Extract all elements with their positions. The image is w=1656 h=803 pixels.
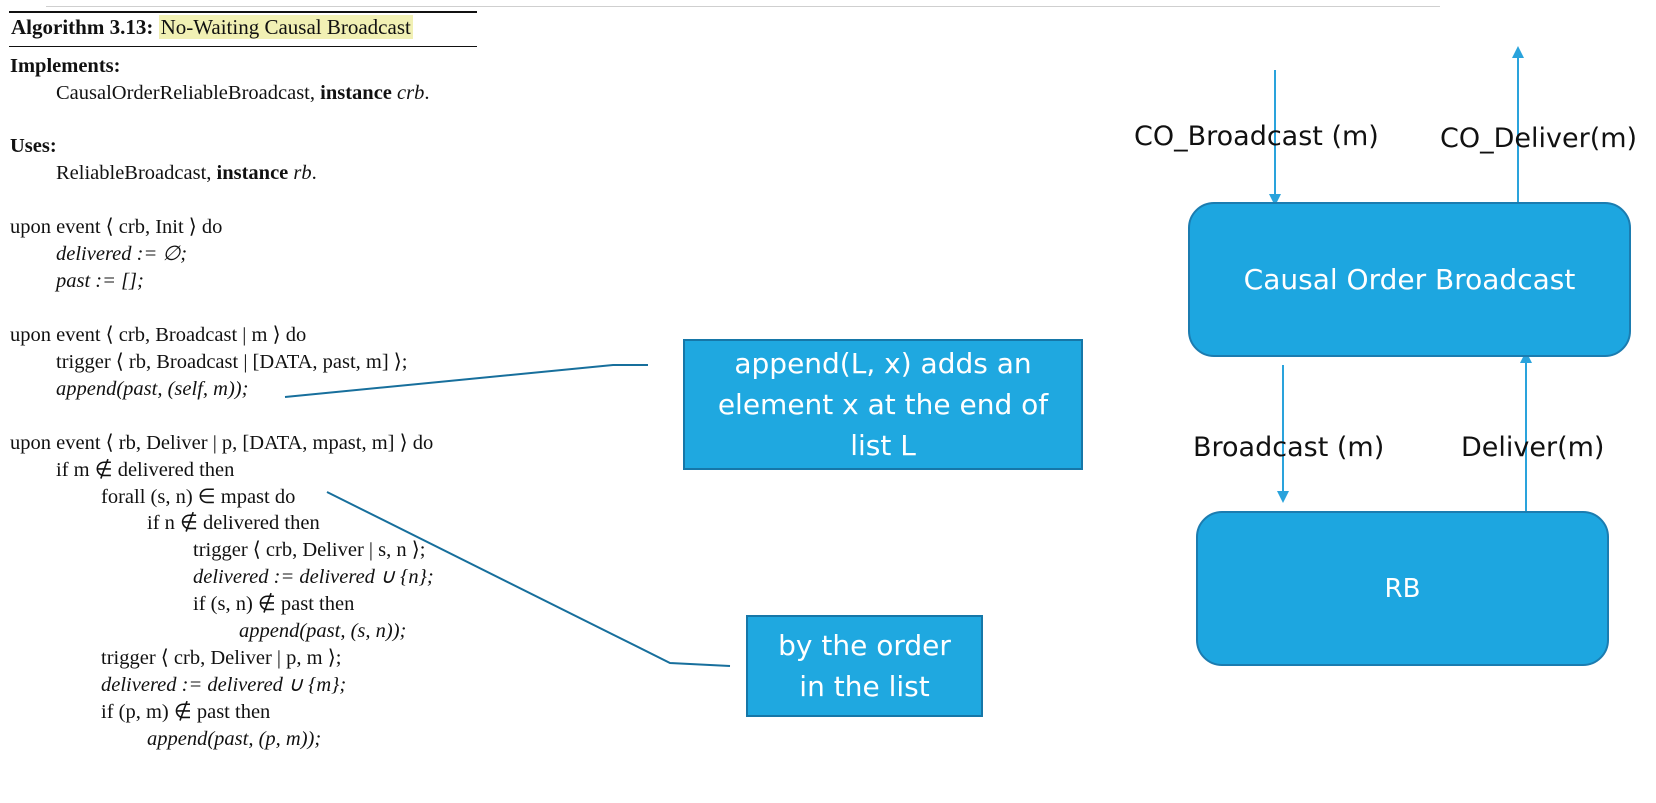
code-deliver-line-1: if m ∉ delivered then bbox=[56, 459, 235, 481]
order-callout-connector bbox=[326, 491, 731, 667]
uses-instance: rb bbox=[293, 162, 312, 184]
code-broadcast-header: upon event ⟨ crb, Broadcast | m ⟩ do bbox=[10, 324, 307, 346]
append-callout-text: append(L, x) adds an element x at the en… bbox=[717, 347, 1049, 462]
co-deliver-label: CO_Deliver(m) bbox=[1440, 123, 1638, 154]
code-deliver-line-2: forall (s, n) ∈ mpast do bbox=[101, 486, 296, 508]
causal-order-broadcast-label: Causal Order Broadcast bbox=[1243, 263, 1576, 296]
broadcast-label: Broadcast (m) bbox=[1193, 432, 1385, 463]
code-deliver-line-6: if (s, n) ∉ past then bbox=[193, 593, 355, 615]
code-init-line-1: delivered := ∅; bbox=[56, 243, 188, 265]
implements-instance: crb bbox=[397, 82, 425, 104]
code-broadcast-line-2: append(past, (self, m)); bbox=[56, 378, 249, 400]
algorithm-name: No-Waiting Causal Broadcast bbox=[158, 15, 413, 39]
uses-line: ReliableBroadcast, instance rb. bbox=[56, 162, 317, 184]
order-callout-text: by the order in the list bbox=[778, 629, 951, 703]
uses-label: Uses: bbox=[10, 135, 57, 157]
implements-keyword: instance bbox=[320, 82, 392, 104]
page-top-rule bbox=[46, 6, 1440, 7]
code-init-line-2: past := []; bbox=[56, 270, 144, 292]
code-deliver-line-7: append(past, (s, n)); bbox=[239, 620, 407, 642]
code-deliver-line-4: trigger ⟨ crb, Deliver | s, n ⟩; bbox=[193, 539, 426, 561]
append-callout: append(L, x) adds an element x at the en… bbox=[683, 339, 1083, 470]
code-deliver-line-9: delivered := delivered ∪ {m}; bbox=[101, 674, 347, 696]
uses-text: ReliableBroadcast, bbox=[56, 162, 212, 184]
implements-line: CausalOrderReliableBroadcast, instance c… bbox=[56, 82, 430, 104]
code-init-header: upon event ⟨ crb, Init ⟩ do bbox=[10, 216, 223, 238]
code-deliver-header: upon event ⟨ rb, Deliver | p, [DATA, mpa… bbox=[10, 432, 434, 454]
order-callout: by the order in the list bbox=[746, 615, 983, 717]
algorithm-title: Algorithm 3.13: No-Waiting Causal Broadc… bbox=[11, 15, 413, 40]
uses-keyword: instance bbox=[216, 162, 289, 184]
append-callout-connector bbox=[284, 364, 648, 398]
algorithm-title-rule bbox=[9, 46, 477, 47]
code-deliver-line-11: append(past, (p, m)); bbox=[147, 728, 322, 750]
causal-order-broadcast-block: Causal Order Broadcast bbox=[1188, 202, 1631, 357]
co-broadcast-label: CO_Broadcast (m) bbox=[1134, 121, 1379, 152]
rb-block: RB bbox=[1196, 511, 1609, 666]
rb-label: RB bbox=[1384, 573, 1421, 604]
implements-text: CausalOrderReliableBroadcast, bbox=[56, 82, 316, 104]
code-deliver-line-5: delivered := delivered ∪ {n}; bbox=[193, 566, 434, 588]
implements-label: Implements: bbox=[10, 55, 121, 77]
code-deliver-line-10: if (p, m) ∉ past then bbox=[101, 701, 271, 723]
algorithm-top-rule bbox=[9, 11, 477, 13]
code-deliver-line-8: trigger ⟨ crb, Deliver | p, m ⟩; bbox=[101, 647, 342, 669]
code-deliver-line-3: if n ∉ delivered then bbox=[147, 512, 320, 534]
deliver-label: Deliver(m) bbox=[1461, 432, 1605, 463]
algorithm-number: Algorithm 3.13: bbox=[11, 15, 154, 39]
code-broadcast-line-1: trigger ⟨ rb, Broadcast | [DATA, past, m… bbox=[56, 351, 408, 373]
